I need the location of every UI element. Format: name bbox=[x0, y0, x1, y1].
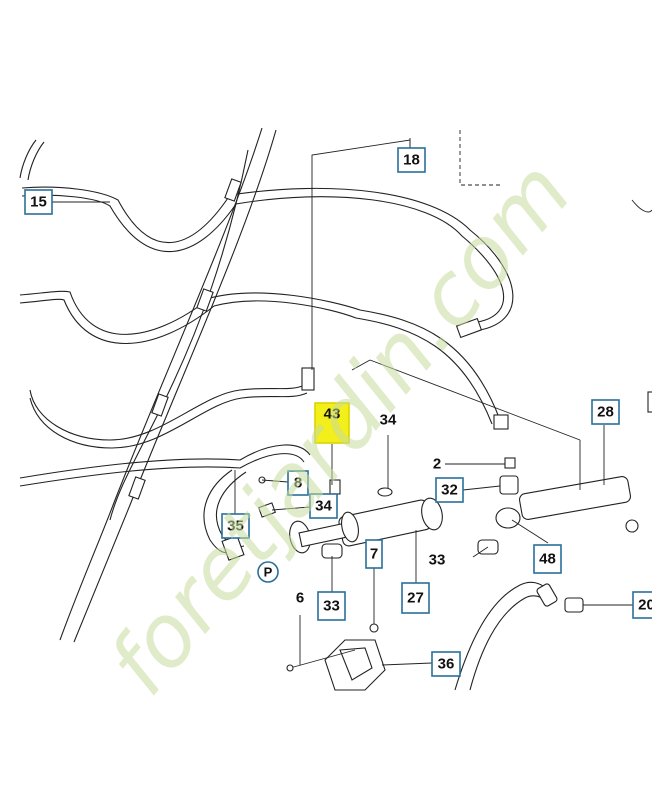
part-label-20[interactable]: 20 bbox=[632, 591, 652, 619]
part-label-27[interactable]: 27 bbox=[401, 582, 430, 614]
part-number: 33 bbox=[323, 598, 340, 615]
part-number: 7 bbox=[370, 546, 378, 563]
part-label-34-top[interactable]: 34 bbox=[380, 412, 397, 429]
part-number: 34 bbox=[380, 412, 397, 429]
part-label-15[interactable]: 15 bbox=[24, 189, 53, 215]
part-label-34-mid[interactable]: 34 bbox=[309, 493, 338, 519]
part-number: 32 bbox=[441, 482, 458, 499]
part-label-p[interactable]: P bbox=[257, 561, 279, 583]
watermark-logo: foretjardin.com bbox=[89, 143, 590, 714]
part-label-2[interactable]: 2 bbox=[433, 456, 441, 473]
part-number: 18 bbox=[403, 152, 420, 169]
part-label-33-bottom[interactable]: 33 bbox=[317, 591, 346, 621]
part-label-7[interactable]: 7 bbox=[365, 539, 383, 569]
part-label-6[interactable]: 6 bbox=[296, 590, 304, 607]
part-number: 43 bbox=[324, 406, 341, 423]
part-label-32[interactable]: 32 bbox=[435, 477, 464, 503]
part-number: 27 bbox=[407, 590, 424, 607]
part-label-48[interactable]: 48 bbox=[533, 544, 562, 574]
part-label-18[interactable]: 18 bbox=[397, 147, 426, 173]
part-label-35[interactable]: 35 bbox=[221, 513, 250, 539]
part-shapes bbox=[128, 130, 652, 691]
part-label-8[interactable]: 8 bbox=[287, 470, 309, 496]
part-label-28[interactable]: 28 bbox=[591, 399, 620, 425]
part-number: 48 bbox=[539, 551, 556, 568]
part-number: 2 bbox=[433, 456, 441, 473]
part-number: 36 bbox=[438, 656, 455, 673]
part-letter: P bbox=[264, 565, 273, 580]
part-number: 8 bbox=[294, 475, 302, 492]
part-label-33-right[interactable]: 33 bbox=[429, 552, 446, 569]
part-number: 20 bbox=[638, 597, 652, 614]
part-label-36[interactable]: 36 bbox=[431, 651, 461, 677]
part-number: 33 bbox=[429, 552, 446, 569]
part-number: 6 bbox=[296, 590, 304, 607]
part-number: 34 bbox=[315, 498, 332, 515]
part-number: 15 bbox=[30, 194, 47, 211]
part-label-43[interactable]: 43 bbox=[314, 402, 350, 444]
leader-lines bbox=[52, 138, 633, 666]
part-number: 35 bbox=[227, 518, 244, 535]
part-number: 28 bbox=[597, 404, 614, 421]
